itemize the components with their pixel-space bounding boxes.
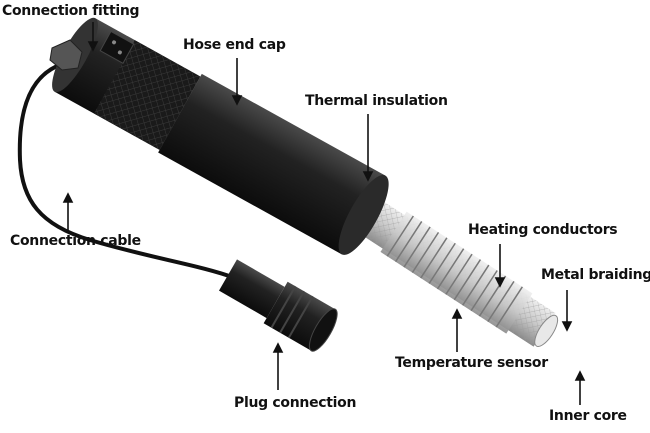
plug-connection — [219, 259, 338, 352]
label-thermal-insulation: Thermal insulation — [305, 93, 448, 109]
thermal-insulation — [158, 73, 386, 255]
label-plug-connection: Plug connection — [234, 395, 357, 411]
inner-core — [534, 314, 559, 347]
label-heating-conductors: Heating conductors — [468, 222, 618, 238]
label-connection-cable: Connection cable — [10, 233, 141, 249]
connection-fitting — [49, 39, 83, 71]
hose-body — [52, 17, 389, 255]
connection-cable — [17, 60, 236, 280]
hose-tube — [349, 193, 559, 347]
label-temperature-sensor: Temperature sensor — [395, 355, 548, 371]
heating-conductor-ribs — [380, 211, 533, 334]
label-hose-end-cap: Hose end cap — [183, 37, 286, 53]
label-connection-fitting: Connection fitting — [2, 3, 140, 19]
label-inner-core: Inner core — [549, 408, 627, 424]
label-metal-braiding: Metal braiding — [541, 267, 650, 283]
